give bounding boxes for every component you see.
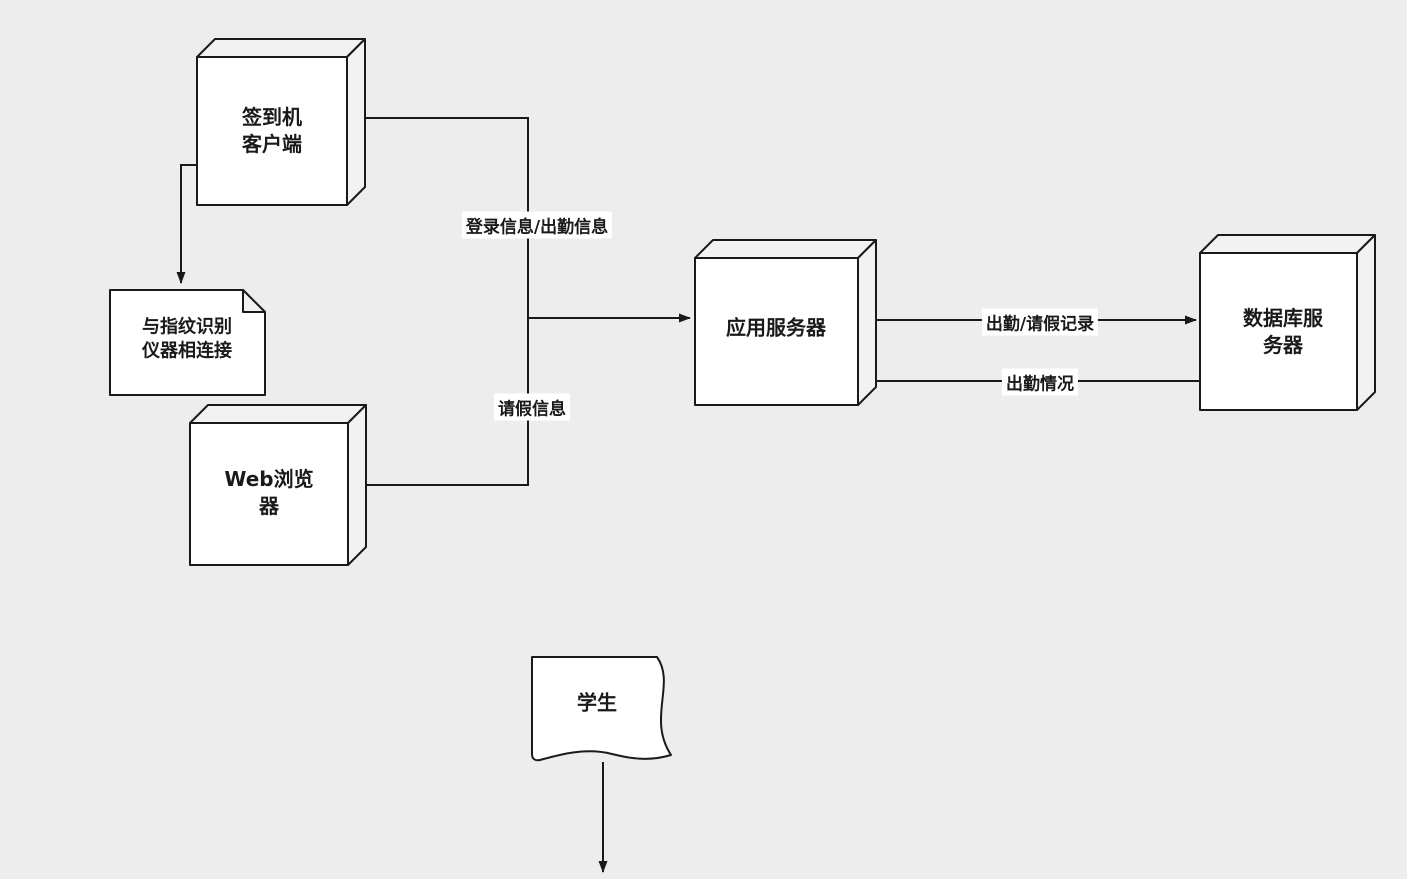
fingerprint-note-node[interactable] (109, 289, 266, 396)
edge-browser-to-junction[interactable] (348, 318, 529, 486)
app-server-node[interactable] (694, 239, 877, 406)
student-node[interactable] (531, 656, 672, 762)
edge-client-to-note[interactable] (176, 164, 197, 284)
db-server-node[interactable] (1199, 234, 1376, 411)
signin-client-node[interactable] (196, 38, 366, 206)
web-browser-node[interactable] (189, 404, 367, 566)
edge-label-attendance-leave-records[interactable]: 出勤/请假记录 (981, 308, 1099, 336)
edge-label-leave-info[interactable]: 请假信息 (494, 393, 570, 421)
edge-label-login-attendance-info[interactable]: 登录信息/出勤信息 (461, 211, 613, 239)
edge-label-attendance-status[interactable]: 出勤情况 (1002, 368, 1078, 396)
